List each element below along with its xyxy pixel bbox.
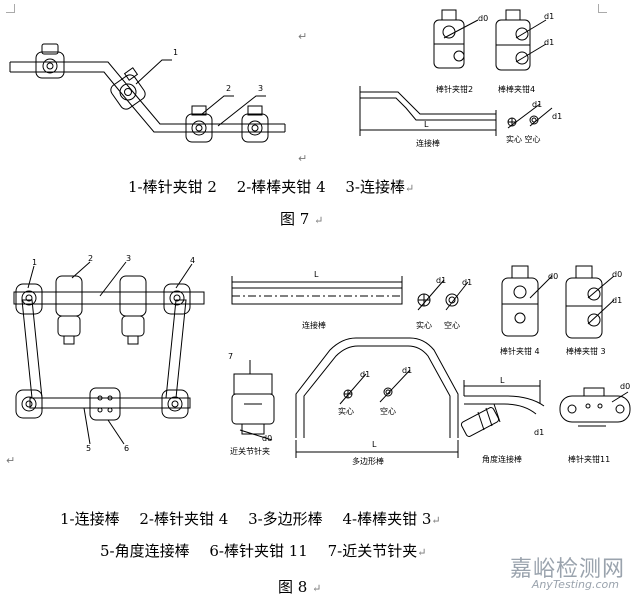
paragraph-mark: ↵ bbox=[298, 152, 308, 165]
fig8-L-label: L bbox=[314, 270, 319, 279]
fig8-callout-5: 5 bbox=[86, 444, 92, 453]
fig7-d1-label: d1 bbox=[544, 38, 555, 47]
fig8-clamp3-label: 棒棒夹钳 3 bbox=[566, 347, 606, 356]
fig8-d1-label: d1 bbox=[360, 370, 371, 379]
fig8-polygon-detail bbox=[295, 337, 459, 458]
fig8-title: 图 8 ↵ bbox=[278, 578, 322, 596]
fig8-angle-rod-label: 角度连接棒 bbox=[482, 455, 522, 464]
fig8-d0-label: d0 bbox=[548, 272, 559, 281]
fig7-end-clamp bbox=[35, 43, 65, 79]
fig7-clamp4-detail bbox=[495, 9, 547, 71]
paragraph-mark: ↵ bbox=[6, 454, 16, 467]
fig8-d1-label: d1 bbox=[612, 296, 623, 305]
fig8-hollow-label: 空心 bbox=[444, 321, 460, 330]
fig8-d0-label: d0 bbox=[612, 270, 623, 279]
fig7-d1-label: d1 bbox=[532, 100, 543, 109]
fig8-rod-detail bbox=[231, 276, 469, 311]
fig8-callout-2: 2 bbox=[88, 254, 94, 263]
fig8-near-joint-label: 近关节针夹 bbox=[230, 447, 270, 456]
fig7-callout-3: 3 bbox=[258, 84, 264, 93]
fig7-title: 图 7 ↵ bbox=[280, 210, 324, 228]
paragraph-mark: ↵ bbox=[298, 30, 308, 43]
fig7-d0-label: d0 bbox=[478, 14, 489, 23]
fig8-hollow-label: 空心 bbox=[380, 407, 396, 416]
fig8-callout-6: 6 bbox=[124, 444, 130, 453]
fig8-near-joint-detail bbox=[231, 360, 275, 441]
fig7-rod-detail bbox=[359, 86, 553, 136]
fig8-clamp3-detail bbox=[565, 265, 615, 339]
fig8-callout-1: 1 bbox=[32, 258, 38, 267]
fig8-callout-3: 3 bbox=[126, 254, 132, 263]
corner-mark-top-left bbox=[6, 4, 15, 13]
fig7-L-label: L bbox=[424, 120, 429, 129]
fig8-solid-label: 实心 bbox=[338, 407, 354, 416]
fig7-caption: 1-棒针夹钳 2 2-棒棒夹钳 4 3-连接棒↵ bbox=[128, 178, 415, 196]
fig7-clamp4-label: 棒棒夹钳4 bbox=[498, 85, 536, 94]
fig7-clamp-1 bbox=[110, 67, 146, 110]
corner-mark-top-right bbox=[598, 4, 607, 13]
fig8-caption-line2: 5-角度连接棒 6-棒针夹钳 11 7-近关节针夹↵ bbox=[100, 542, 427, 560]
fig8-frame bbox=[13, 261, 205, 445]
fig7-leader-3 bbox=[217, 95, 266, 127]
fig7-solid-hollow-label: 实心 空心 bbox=[506, 135, 541, 144]
fig8-polygon-label: 多边形棒 bbox=[352, 457, 384, 466]
fig7-callout-2: 2 bbox=[226, 84, 232, 93]
fig7-clamp2-label: 棒针夹钳2 bbox=[436, 85, 474, 94]
fig8-clamp4-detail bbox=[501, 265, 553, 337]
fig8-clamp11-detail bbox=[559, 387, 631, 427]
watermark-cn: 嘉峪检测网 bbox=[509, 557, 625, 582]
fig7-rod-label: 连接棒 bbox=[416, 139, 440, 148]
fig7-d1-label: d1 bbox=[552, 112, 563, 121]
fig8-callout-4: 4 bbox=[190, 256, 196, 265]
fig8-callout-7: 7 bbox=[228, 352, 234, 361]
watermark-en: AnyTesting.com bbox=[531, 578, 619, 591]
fig7-leader-1 bbox=[135, 59, 172, 85]
fig8-angle-rod-detail bbox=[460, 380, 545, 437]
fig8-d1-label: d1 bbox=[534, 428, 545, 437]
fig8-d1-label: d1 bbox=[436, 276, 447, 285]
fig8-clamp4-label: 棒针夹钳 4 bbox=[500, 347, 540, 356]
fig7-assembly bbox=[9, 43, 286, 143]
fig8-L-label: L bbox=[372, 440, 377, 449]
fig8-L-label: L bbox=[500, 376, 505, 385]
fig8-solid-label: 实心 bbox=[416, 321, 432, 330]
fig7-clamp2-detail bbox=[433, 9, 479, 69]
fig7-leader-2 bbox=[201, 95, 234, 115]
fig8-rod-label: 连接棒 bbox=[302, 321, 326, 330]
fig8-d0-label: d0 bbox=[620, 382, 631, 391]
fig8-d1-label: d1 bbox=[402, 366, 413, 375]
fig8-d1-label: d1 bbox=[462, 278, 473, 287]
fig7-clamp-3 bbox=[241, 105, 269, 143]
fig8-clamp11-label: 棒针夹钳11 bbox=[568, 455, 611, 464]
fig7-callout-1: 1 bbox=[173, 48, 179, 57]
fig8-d0-label: d0 bbox=[262, 434, 273, 443]
fig8-caption-line1: 1-连接棒 2-棒针夹钳 4 3-多边形棒 4-棒棒夹钳 3↵ bbox=[60, 510, 441, 528]
fig7-d1-label: d1 bbox=[544, 12, 555, 21]
